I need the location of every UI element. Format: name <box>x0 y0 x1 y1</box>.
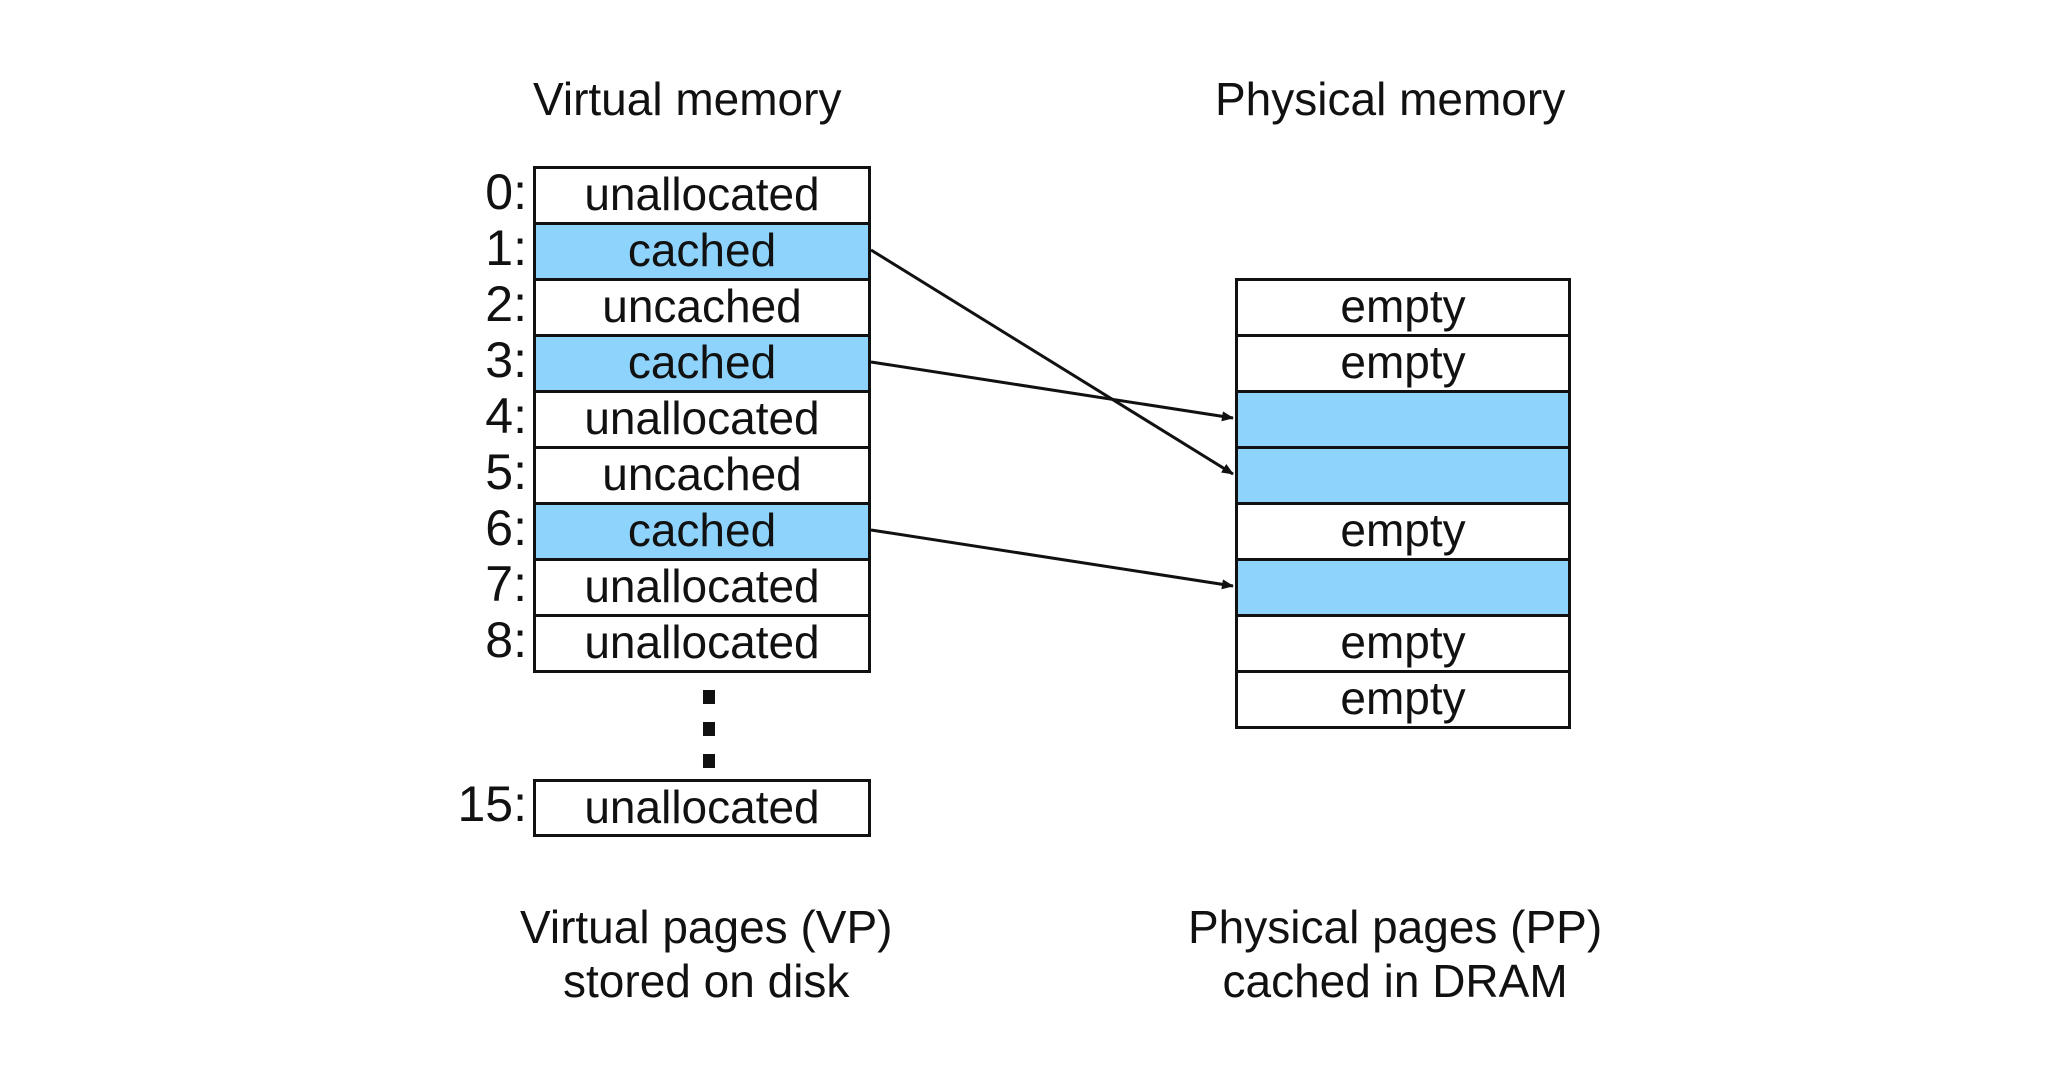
caption-line: cached in DRAM <box>1222 955 1568 1007</box>
vp-cell: unallocated <box>533 614 871 673</box>
vp-index-label: 0: <box>485 164 527 220</box>
mapping-arrow <box>870 528 1234 590</box>
pp-cell: empty <box>1235 502 1571 561</box>
caption-line: Physical pages (PP) <box>1188 901 1603 953</box>
vp-index-label: 7: <box>485 556 527 612</box>
pp-cell <box>1235 446 1571 505</box>
vp-cell: uncached <box>533 446 871 505</box>
virtual-pages-caption: Virtual pages (VP) stored on disk <box>520 900 892 1008</box>
vp-index-label: 5: <box>485 444 527 500</box>
vp-cell: cached <box>533 502 871 561</box>
pp-cell: empty <box>1235 670 1571 729</box>
pp-cell: empty <box>1235 334 1571 393</box>
ellipsis-dot <box>703 690 715 704</box>
vp-index-label: 15: <box>457 776 527 832</box>
vp-index-label: 2: <box>485 276 527 332</box>
mapping-arrow <box>870 248 1234 476</box>
vp-cell: unallocated <box>533 558 871 617</box>
caption-line: stored on disk <box>563 955 850 1007</box>
vp-index-label: 4: <box>485 388 527 444</box>
vp-cell: unallocated <box>533 390 871 449</box>
vp-cell: unallocated <box>533 779 871 837</box>
physical-memory-heading: Physical memory <box>1215 73 1566 125</box>
ellipsis-dot <box>703 722 715 736</box>
physical-pages-caption: Physical pages (PP) cached in DRAM <box>1188 900 1602 1008</box>
vp-cell: cached <box>533 334 871 393</box>
ellipsis-dot <box>703 754 715 768</box>
vp-index-label: 6: <box>485 500 527 556</box>
vp-index-label: 1: <box>485 220 527 276</box>
vp-index-label: 3: <box>485 332 527 388</box>
pp-cell <box>1235 558 1571 617</box>
mapping-arrow <box>870 360 1234 422</box>
vp-index-label: 8: <box>485 612 527 668</box>
virtual-memory-heading: Virtual memory <box>533 73 842 125</box>
caption-line: Virtual pages (VP) <box>520 901 893 953</box>
